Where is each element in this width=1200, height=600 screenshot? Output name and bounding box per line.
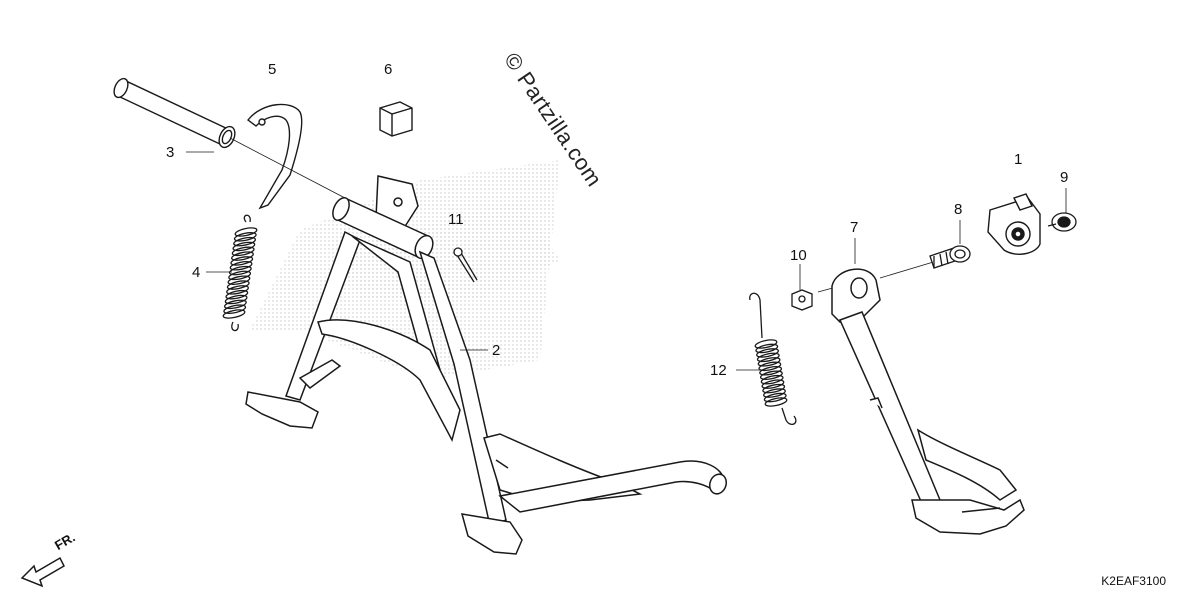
part-7-side-stand[interactable] [831, 268, 1025, 535]
spring-coil [760, 374, 784, 385]
diagram-code: K2EAF3100 [1101, 574, 1166, 588]
spring-coil [755, 343, 779, 354]
spring-coil [222, 309, 246, 319]
callout-7: 7 [850, 219, 859, 236]
part-3-pivot-pipe[interactable] [111, 76, 238, 150]
spring-coil [761, 379, 785, 389]
callout-1: 1 [1014, 151, 1023, 168]
spring-coil [226, 285, 249, 295]
callout-4: 4 [192, 264, 201, 281]
callout-12: 12 [710, 362, 727, 379]
spring-coil [762, 383, 786, 394]
part-1-side-stand-switch[interactable] [987, 193, 1041, 255]
spring-coil [228, 270, 252, 281]
spring-coil [233, 232, 257, 242]
spring-coil [763, 392, 787, 403]
part-11-cotter-pin[interactable] [453, 247, 478, 283]
callout-3: 3 [166, 144, 175, 161]
front-arrow-icon [20, 556, 65, 588]
spring-coil [763, 388, 786, 398]
spring-coil [231, 251, 254, 261]
spring-coil [229, 260, 253, 271]
spring-coil [756, 348, 779, 358]
callout-6: 6 [384, 61, 393, 78]
part-5-spring-hook-plate[interactable] [247, 103, 303, 210]
spring-coil [224, 294, 248, 305]
spring-coil [230, 256, 254, 266]
part-8-pivot-bolt[interactable] [929, 245, 971, 269]
callout-11: 11 [448, 211, 464, 228]
spring-coil [226, 280, 250, 290]
spring-coil [223, 304, 247, 314]
spring-coil [225, 289, 249, 300]
spring-coil [754, 339, 778, 349]
spring-coil [223, 299, 247, 310]
callout-10: 10 [790, 247, 807, 264]
part-9-bolt[interactable] [1047, 212, 1077, 232]
callout-9: 9 [1060, 169, 1069, 186]
spring-coil [759, 366, 783, 376]
leader-lines [186, 137, 1067, 371]
spring-coil [757, 357, 781, 367]
spring-coil [756, 352, 780, 363]
callout-8: 8 [954, 201, 963, 218]
part-2-main-stand[interactable] [245, 175, 729, 555]
spring-coil [227, 275, 251, 286]
spring-coil [758, 361, 782, 372]
spring-coil [759, 370, 783, 380]
part-10-nut[interactable] [791, 289, 813, 311]
spring-coil [231, 246, 255, 257]
callout-2: 2 [492, 342, 501, 359]
callout-5: 5 [268, 61, 277, 78]
part-6-stopper-rubber[interactable] [379, 101, 413, 137]
part-4-main-stand-spring[interactable] [222, 214, 258, 332]
spring-coil [764, 397, 788, 407]
spring-coil [232, 241, 256, 252]
spring-coil [234, 227, 258, 237]
part-12-side-stand-spring[interactable] [749, 292, 797, 425]
spring-coil [233, 236, 257, 247]
spring-coil [228, 265, 252, 276]
